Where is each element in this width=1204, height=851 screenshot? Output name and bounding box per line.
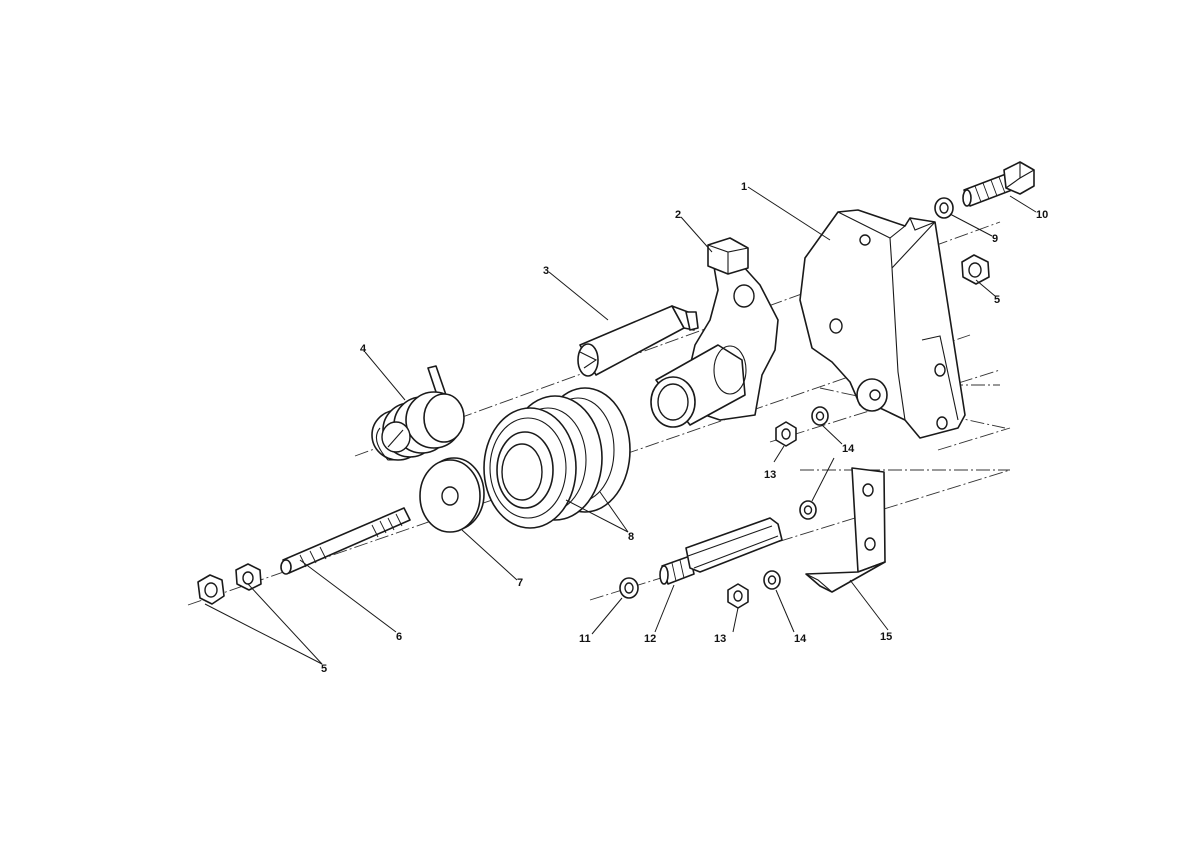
callout-4: 4 [360, 343, 367, 355]
callout-5-right: 5 [994, 294, 1000, 306]
callout-15: 15 [880, 631, 892, 643]
stud-part-6 [280, 507, 411, 575]
callout-2: 2 [675, 209, 681, 221]
lock-washer-part-5-left-b [235, 563, 262, 591]
washer-part-11 [619, 577, 639, 599]
hex-nut-part-5-left-a [197, 574, 225, 605]
callout-8: 8 [628, 531, 634, 543]
callout-labels: 1 2 3 4 10 9 5 6 7 8 5 11 12 13 14 13 14… [321, 181, 1048, 675]
torsion-spring-part-4 [371, 365, 465, 461]
hex-nut-part-5-right [961, 254, 990, 285]
angle-bracket-part-15 [805, 467, 886, 593]
leader-lines [204, 186, 1037, 665]
callout-14-upper: 14 [842, 443, 855, 455]
standoff-part-12 [659, 517, 783, 585]
washer-part-7 [419, 457, 485, 533]
nut-part-13-upper [775, 421, 797, 447]
callout-13-lower: 13 [714, 633, 726, 645]
washer-part-9 [934, 197, 954, 219]
callout-13-upper: 13 [764, 469, 776, 481]
callout-7: 7 [517, 577, 523, 589]
bearings-part-8 [483, 387, 631, 529]
callout-12: 12 [644, 633, 656, 645]
washer-part-14-a [811, 406, 829, 426]
bolt-part-10 [962, 161, 1035, 207]
callout-11: 11 [579, 633, 591, 645]
callout-9: 9 [992, 233, 998, 245]
washer-part-14-b [799, 500, 817, 520]
callout-5-left: 5 [321, 663, 327, 675]
callout-1: 1 [741, 181, 747, 193]
bracket-plate-part-1 [799, 209, 966, 439]
washer-part-14-c [763, 570, 781, 590]
callout-3: 3 [543, 265, 549, 277]
callout-14-lower: 14 [794, 633, 807, 645]
callout-6: 6 [396, 631, 402, 643]
pin-part-3 [577, 305, 699, 377]
nut-part-13-lower [727, 583, 749, 609]
callout-10: 10 [1036, 209, 1048, 221]
tensioner-arm-part-2 [650, 237, 779, 428]
